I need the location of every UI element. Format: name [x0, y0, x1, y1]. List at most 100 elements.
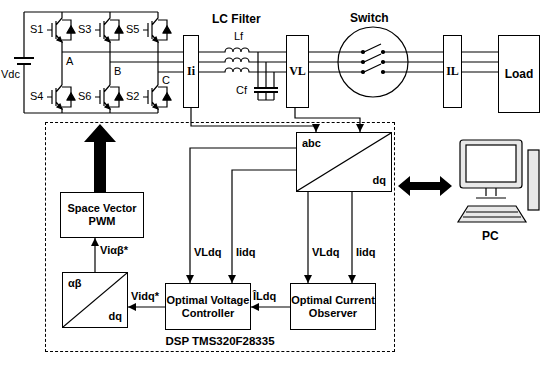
- igbt-switches: [153, 37, 158, 42]
- process-box: Optimal Current Observer: [290, 283, 376, 330]
- igbt-switches: [57, 104, 62, 109]
- igbt-switches: [143, 85, 171, 113]
- igbt-switches: [57, 37, 62, 42]
- igbt-switches: [95, 85, 123, 113]
- capacitor-label: Cf: [236, 84, 247, 96]
- inductor-label: Lf: [234, 30, 243, 42]
- filter-capacitor: [254, 52, 278, 100]
- text-wrap: Ii: [184, 36, 198, 107]
- filter-capacitor: [258, 92, 274, 100]
- pc-icon: [458, 206, 526, 222]
- signal-arrow: [251, 306, 290, 307]
- boundary-title: DSP TMS320F28335: [46, 335, 394, 348]
- switch-housing: [338, 27, 408, 97]
- signal-label: Iidq: [355, 246, 377, 258]
- signal-arrow: [295, 108, 360, 132]
- text-wrap: Optimal Voltage Controller: [166, 284, 250, 329]
- switch-label: S1: [30, 23, 43, 35]
- text-wrap: Space Vector PWM: [61, 193, 143, 237]
- signal-label: VLdq: [311, 246, 341, 258]
- switch-label: S5: [126, 23, 139, 35]
- pc-icon: [528, 150, 539, 210]
- box-text: Optimal Current Observer: [291, 294, 375, 320]
- dc-bus: [17, 63, 31, 65]
- signal-label: Iidq: [235, 246, 257, 258]
- switch-label: S6: [78, 90, 91, 102]
- switch-contacts: [382, 61, 385, 64]
- igbt-switches: [143, 12, 171, 85]
- frame-label: dq: [109, 310, 122, 323]
- frame-label: abc: [302, 137, 321, 150]
- diagonal-line: [297, 133, 391, 191]
- igbt-switches: [163, 26, 171, 33]
- box-text: VL: [289, 65, 306, 78]
- signal-label: VLdq: [193, 246, 223, 258]
- switch-label: S2: [126, 90, 139, 102]
- signal-arrow: [351, 192, 352, 283]
- box-text: Space Vector PWM: [61, 202, 143, 228]
- signal-arrow: [232, 170, 296, 283]
- signal-label: Vidq*: [130, 290, 160, 302]
- switch-label: Switch: [350, 12, 389, 24]
- process-box: Space Vector PWM: [60, 192, 144, 238]
- box-text: Load: [505, 68, 534, 81]
- dc-bus: [14, 57, 34, 59]
- current-sensor: Ii: [183, 35, 199, 108]
- box-text: IL: [446, 65, 459, 78]
- switch-contacts: [362, 61, 365, 64]
- signal-label: Viαβ*: [99, 244, 129, 256]
- switch-contacts: [382, 71, 385, 74]
- phase-wires: [62, 44, 498, 72]
- transform-box: abc dq: [296, 132, 392, 192]
- phase-label: C: [162, 74, 170, 86]
- text-wrap: Load: [499, 36, 539, 112]
- pc-icon: [463, 212, 521, 217]
- igbt-switches: [115, 93, 123, 100]
- igbt-switches: [47, 85, 75, 113]
- transform-box: αβ dq: [62, 272, 128, 328]
- box-text: Optimal Voltage Controller: [166, 294, 250, 320]
- signal-arrow: [94, 238, 95, 272]
- box-text: Ii: [187, 65, 195, 78]
- signal-label: ÎLdq: [252, 290, 277, 302]
- current-sensor: IL: [443, 35, 462, 108]
- filter-capacitor: [258, 52, 274, 88]
- igbt-switches: [163, 93, 171, 100]
- switch-contacts: [362, 71, 365, 74]
- text-wrap: VL: [287, 36, 308, 107]
- frame-label: dq: [373, 174, 386, 187]
- text-wrap: IL: [444, 36, 461, 107]
- igbt-switches: [67, 26, 75, 33]
- igbt-switches: [115, 26, 123, 33]
- filter-capacitor: [254, 87, 278, 89]
- signal-arrow: [128, 306, 165, 307]
- switch-contacts: [362, 51, 365, 54]
- igbt-switches: [47, 12, 75, 85]
- load-box: Load: [498, 35, 540, 113]
- pc-icon: [458, 140, 539, 222]
- pc-icon: [476, 188, 506, 198]
- frame-label: αβ: [68, 277, 81, 290]
- computer-label: PC: [482, 230, 499, 242]
- phase-label: B: [114, 65, 121, 77]
- pc-icon: [460, 140, 522, 188]
- dsp-boundary: DSP TMS320F28335Space Vector PWMαβdqOpti…: [45, 122, 395, 352]
- switch-contacts: [362, 51, 385, 74]
- text-wrap: Optimal Current Observer: [291, 284, 375, 329]
- signal-arrow: [190, 148, 296, 283]
- signal-arrow: [307, 192, 308, 283]
- igbt-switches: [95, 12, 123, 85]
- pc-icon: [466, 145, 516, 182]
- filter-label: LC Filter: [212, 13, 261, 25]
- igbt-switches: [47, 12, 171, 113]
- igbt-switches: [153, 104, 158, 109]
- signal-arrow: [191, 108, 316, 132]
- igbt-switches: [105, 37, 110, 42]
- pc-link-arrow: [398, 176, 452, 196]
- switch-label: S3: [78, 23, 91, 35]
- switch-contacts: [382, 51, 385, 54]
- igbt-switches: [67, 93, 75, 100]
- phase-wires: [62, 44, 498, 52]
- phase-label: A: [66, 55, 73, 67]
